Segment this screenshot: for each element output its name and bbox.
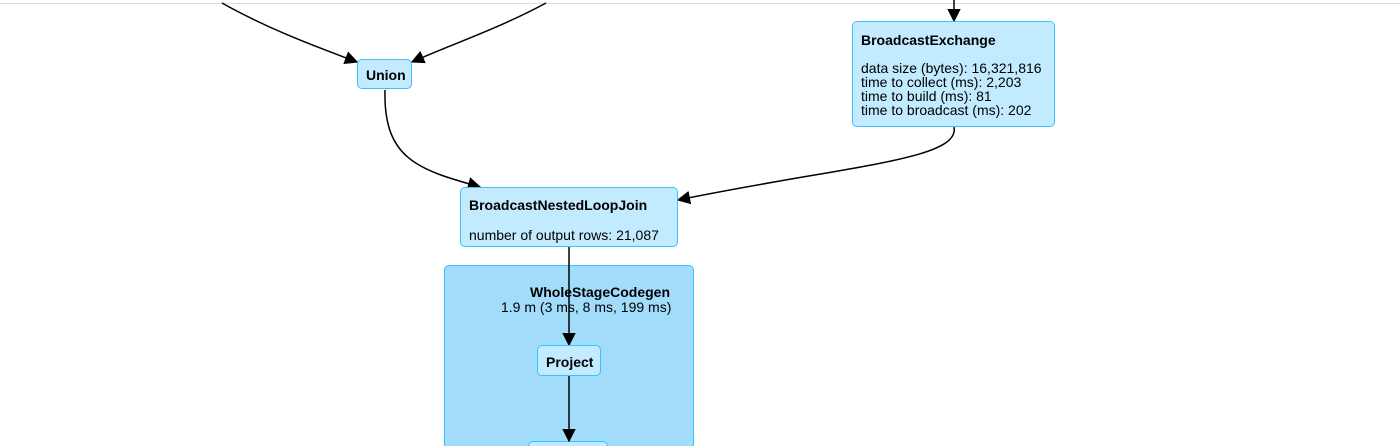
edge-exchange-to-join [676,126,955,205]
metric-output-rows: number of output rows: 21,087 [469,227,659,243]
cluster-title: WholeStageCodegen [530,284,671,300]
edge-offscreen-right-to-union [410,2,547,64]
node-broadcast-nested-loop-join[interactable]: BroadcastNestedLoopJoin number of output… [460,187,678,247]
edge-union-to-join [384,89,482,191]
node-broadcast-exchange-title: BroadcastExchange [861,32,996,48]
top-divider [0,3,1400,4]
metric-time-to-collect: time to collect (ms): 2,203 [861,74,1022,90]
node-broadcast-exchange[interactable]: BroadcastExchange data size (bytes): 16,… [852,21,1055,127]
edge-offscreen-left-to-union [221,2,359,65]
node-project[interactable]: Project [537,345,601,376]
metric-data-size: data size (bytes): 16,321,816 [861,60,1042,76]
node-union[interactable]: Union [357,59,412,89]
node-union-title: Union [366,67,406,83]
metric-time-to-build: time to build (ms): 81 [861,88,992,104]
node-broadcast-exchange-metrics: data size (bytes): 16,321,816 time to co… [861,61,1042,117]
metric-time-to-broadcast: time to broadcast (ms): 202 [861,102,1032,118]
cluster-timing: 1.9 m (3 ms, 8 ms, 199 ms) [501,299,672,315]
node-project-title: Project [546,354,594,370]
node-broadcast-nested-loop-join-title: BroadcastNestedLoopJoin [469,197,648,213]
